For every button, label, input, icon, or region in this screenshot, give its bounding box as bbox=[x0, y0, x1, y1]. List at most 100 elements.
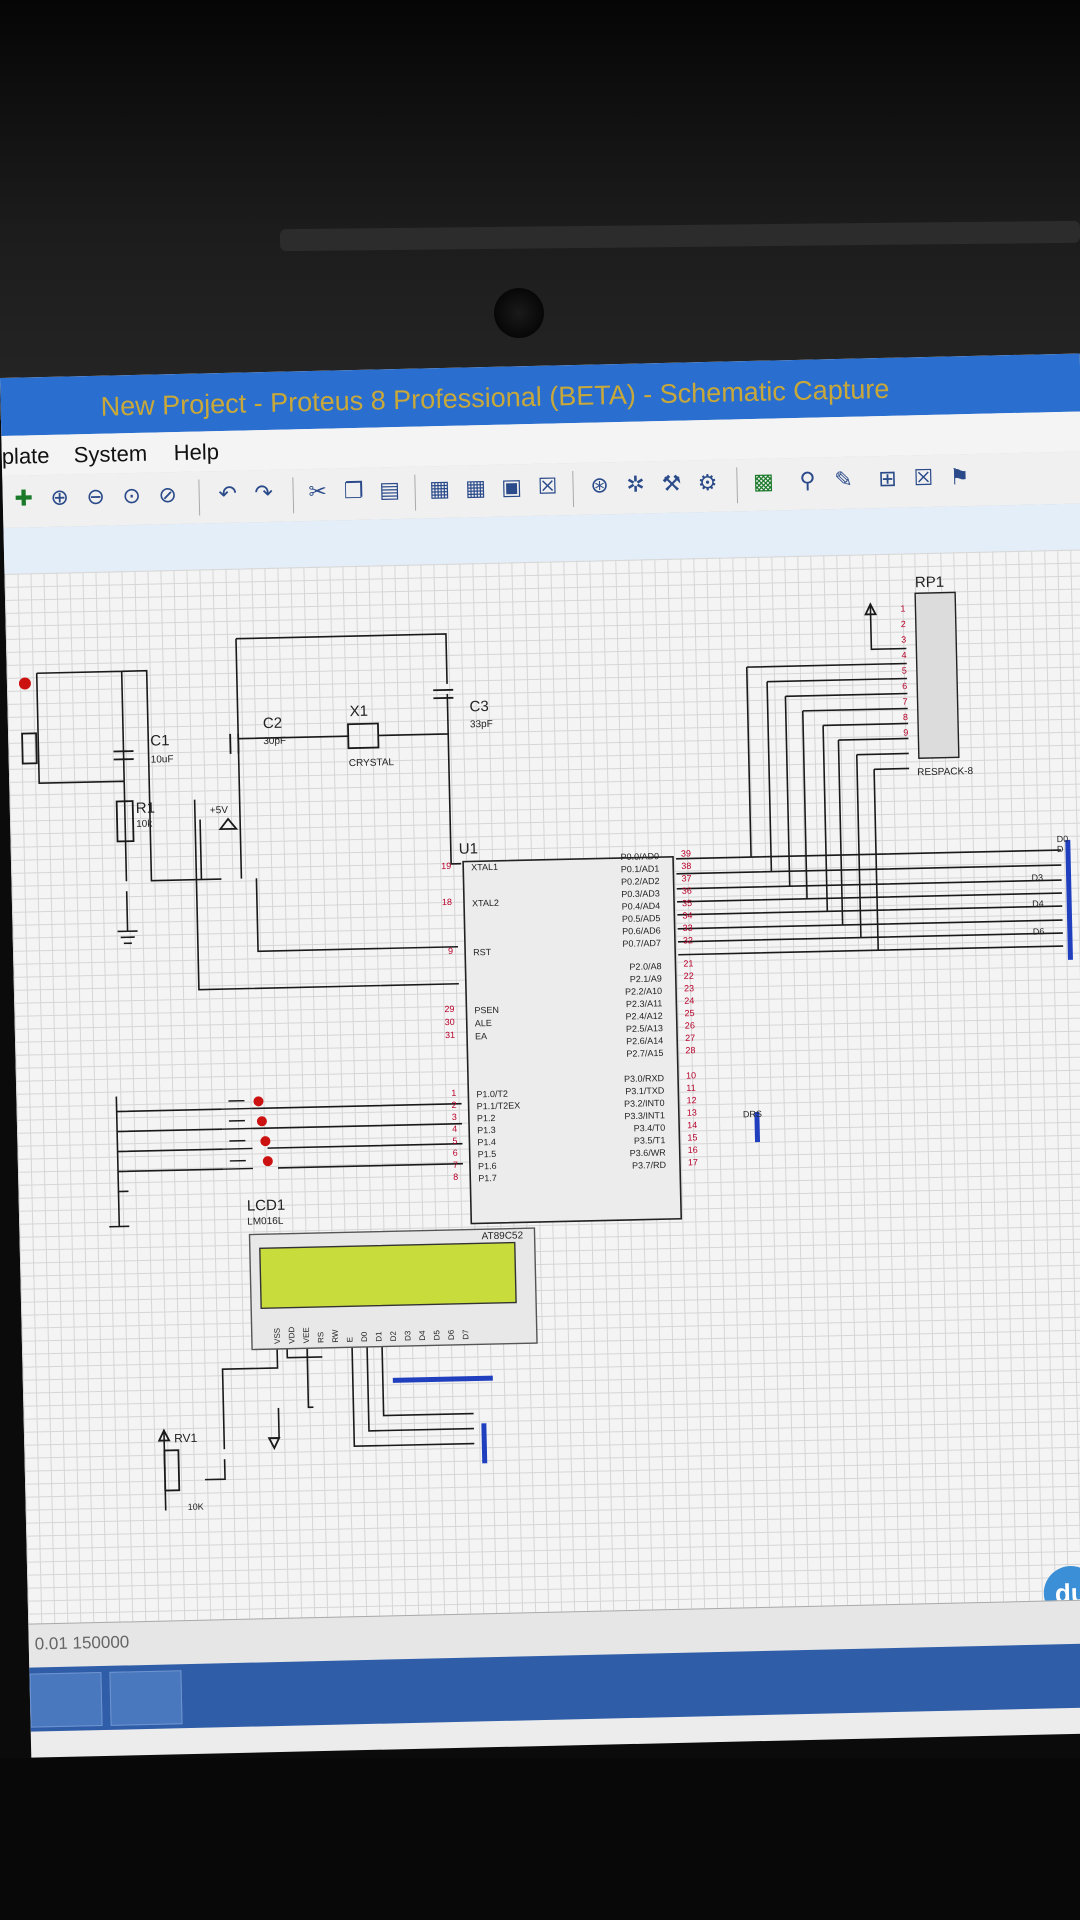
rp1-ref: RP1 bbox=[915, 574, 945, 592]
pan-icon[interactable]: ✚ bbox=[14, 485, 34, 511]
menu-system[interactable]: System bbox=[73, 440, 148, 468]
u1-pin-name: P3.6/WR bbox=[630, 1147, 667, 1158]
taskbar-app-second[interactable] bbox=[109, 1670, 183, 1726]
netlist-icon[interactable]: ⚑ bbox=[949, 464, 970, 490]
u1-pin-number: 30 bbox=[445, 1017, 455, 1027]
new-sheet-icon[interactable]: ⊞ bbox=[878, 465, 898, 492]
x1-value: CRYSTAL bbox=[349, 757, 395, 769]
lcd-ref: LCD1 bbox=[247, 1197, 286, 1215]
bus-label-d4: D4 bbox=[1032, 898, 1044, 908]
menu-template[interactable]: plate bbox=[1, 442, 50, 469]
zoom-out-icon[interactable]: ⊖ bbox=[86, 483, 106, 510]
rp1-pin-number: 1 bbox=[900, 604, 905, 614]
block-copy-icon[interactable]: ▦ bbox=[428, 475, 451, 502]
drs-bus bbox=[754, 1111, 761, 1143]
reset-switch bbox=[21, 732, 38, 765]
window-title: New Project - Proteus 8 Professional (BE… bbox=[100, 373, 890, 422]
lcd-pin-name: RS bbox=[316, 1332, 325, 1343]
u1-pin-name: P0.1/AD1 bbox=[621, 864, 660, 875]
u1-pin-number: 1 bbox=[451, 1088, 456, 1098]
packaging-tool-icon[interactable]: ⚒ bbox=[661, 470, 682, 497]
c1-ref: C1 bbox=[150, 732, 170, 749]
u1-pin-name: ALE bbox=[475, 1018, 492, 1028]
undo-icon[interactable]: ↶ bbox=[218, 480, 238, 507]
u1-pin-number: 38 bbox=[681, 861, 691, 871]
data-bus-right bbox=[1065, 839, 1073, 960]
u1-pin-number: 9 bbox=[448, 946, 453, 956]
search-part-icon[interactable]: ⊛ bbox=[590, 472, 610, 498]
u1-pin-name: P2.2/A10 bbox=[625, 986, 662, 997]
u1-pin-number: 25 bbox=[684, 1008, 694, 1018]
c3-capacitor bbox=[433, 688, 454, 700]
u1-pin-name: P0.0/AD0 bbox=[620, 851, 659, 862]
u1-pin-number: 34 bbox=[682, 910, 692, 920]
zoom-area-icon[interactable]: ⊘ bbox=[158, 482, 178, 508]
lcd-pin-name: D5 bbox=[432, 1329, 441, 1340]
c2-value: 30pF bbox=[263, 736, 286, 748]
r1-ref: R1 bbox=[136, 800, 156, 817]
u1-pin-number: 23 bbox=[684, 983, 694, 993]
rp1-body bbox=[914, 591, 960, 759]
drs-label: DRS bbox=[743, 1109, 762, 1119]
block-move-icon[interactable]: ▦ bbox=[464, 475, 487, 501]
c3-ref: C3 bbox=[469, 698, 489, 715]
toolbar-separator bbox=[198, 479, 201, 516]
remove-sheet-icon[interactable]: ☒ bbox=[913, 464, 934, 491]
decompose-icon[interactable]: ⚙ bbox=[697, 469, 718, 496]
button-indicators bbox=[18, 677, 273, 1167]
taskbar-app-wechat[interactable] bbox=[29, 1672, 103, 1728]
zoom-all-icon[interactable]: ⊙ bbox=[122, 482, 142, 509]
r1-value: 10k bbox=[136, 819, 153, 830]
u1-pin-number: 3 bbox=[452, 1112, 457, 1122]
u1-pin-name: P1.0/T2 bbox=[476, 1089, 508, 1100]
u1-pin-name: P3.0/RXD bbox=[624, 1073, 665, 1084]
rv1-ref: RV1 bbox=[174, 1431, 198, 1446]
bus-label-d6: D6 bbox=[1033, 926, 1045, 936]
r1-resistor bbox=[115, 800, 135, 843]
u1-pin-name: P0.5/AD5 bbox=[622, 913, 661, 924]
paste-icon[interactable]: ▤ bbox=[378, 476, 401, 503]
u1-pin-number: 4 bbox=[452, 1124, 457, 1134]
u1-pin-number: 10 bbox=[686, 1070, 696, 1080]
copy-icon[interactable]: ❐ bbox=[343, 477, 364, 504]
block-rotate-icon[interactable]: ▣ bbox=[500, 474, 523, 500]
make-device-icon[interactable]: ✲ bbox=[626, 471, 646, 497]
rp1-pin-number: 5 bbox=[902, 666, 907, 676]
lcd-pin-name: D4 bbox=[418, 1330, 427, 1341]
rp1-pin-number: 2 bbox=[901, 619, 906, 629]
u1-pin-name: P1.1/T2EX bbox=[477, 1100, 521, 1111]
coordinate-readout: 0.01 150000 bbox=[34, 1632, 130, 1654]
push-buttons bbox=[221, 1099, 254, 1170]
zoom-in-icon[interactable]: ⊕ bbox=[50, 484, 70, 510]
u1-pin-name: P2.6/A14 bbox=[626, 1036, 663, 1047]
u1-pin-name: P2.3/A11 bbox=[626, 998, 663, 1009]
u1-pin-name: P1.6 bbox=[478, 1161, 497, 1171]
u1-pin-number: 21 bbox=[683, 958, 693, 968]
menu-help[interactable]: Help bbox=[173, 439, 220, 466]
search-tag-icon[interactable]: ⚲ bbox=[799, 467, 816, 493]
property-assignment-icon[interactable]: ✎ bbox=[834, 466, 854, 493]
u1-pin-number: 24 bbox=[684, 996, 694, 1006]
u1-pin-number: 19 bbox=[441, 861, 451, 871]
cut-icon[interactable]: ✂ bbox=[308, 478, 328, 505]
lcd-pin-name: E bbox=[345, 1337, 354, 1343]
u1-pin-number: 16 bbox=[688, 1145, 698, 1155]
u1-pin-number: 36 bbox=[682, 886, 692, 896]
data-bus-lcd bbox=[392, 1375, 493, 1383]
u1-pin-name: P3.4/T0 bbox=[634, 1123, 666, 1134]
wire-autorouter-icon[interactable]: ▩ bbox=[752, 468, 775, 494]
u1-pin-number: 2 bbox=[451, 1100, 456, 1110]
block-delete-icon[interactable]: ☒ bbox=[537, 473, 558, 499]
ground-arrow bbox=[267, 1437, 281, 1451]
u1-pin-name: P2.4/A12 bbox=[626, 1011, 663, 1022]
u1-pin-number: 11 bbox=[686, 1083, 696, 1093]
rp1-pin-number: 3 bbox=[901, 635, 906, 645]
lcd-screen bbox=[259, 1241, 517, 1310]
rv1-power-arrow bbox=[157, 1428, 171, 1442]
u1-pin-number: 8 bbox=[453, 1172, 458, 1182]
redo-icon[interactable]: ↷ bbox=[254, 479, 274, 506]
